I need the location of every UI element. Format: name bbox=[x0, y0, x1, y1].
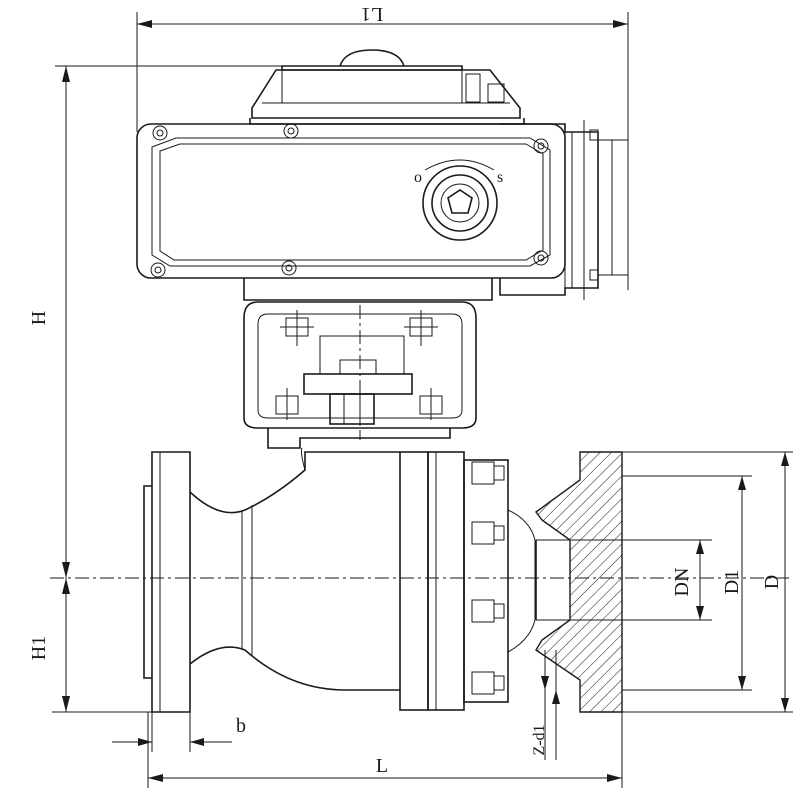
label-d: D bbox=[761, 575, 783, 589]
indicator-open-label: o bbox=[414, 169, 422, 186]
label-dn: DN bbox=[671, 568, 693, 597]
position-indicator: o s bbox=[414, 159, 503, 241]
dimension-h1: H1 bbox=[28, 578, 190, 713]
label-l1: L1 bbox=[361, 3, 383, 25]
dimension-l: L bbox=[147, 712, 623, 788]
bracket-bolts bbox=[275, 310, 443, 420]
label-b: b bbox=[236, 715, 246, 737]
label-z-d1: Z-d1 bbox=[531, 724, 548, 755]
valve-body bbox=[143, 447, 623, 713]
electric-actuator: o s bbox=[136, 49, 628, 301]
dimension-d1: D1 bbox=[622, 475, 752, 691]
dimension-h: H bbox=[28, 65, 350, 578]
label-h1: H1 bbox=[28, 636, 50, 660]
housing-screws bbox=[150, 123, 549, 278]
indicator-shut-label: s bbox=[497, 169, 503, 186]
dimension-d: D bbox=[622, 451, 793, 713]
dimension-l1: L1 bbox=[136, 3, 629, 290]
label-d1: D1 bbox=[721, 570, 743, 594]
dimension-dn: DN bbox=[622, 539, 712, 621]
body-bolts bbox=[471, 461, 505, 695]
side-gearbox bbox=[499, 120, 628, 300]
dimension-b: b bbox=[112, 712, 246, 752]
dimension-z-d1: Z-d1 bbox=[531, 650, 560, 760]
label-l: L bbox=[376, 755, 388, 777]
label-h: H bbox=[28, 311, 50, 325]
mounting-bracket bbox=[243, 301, 477, 449]
